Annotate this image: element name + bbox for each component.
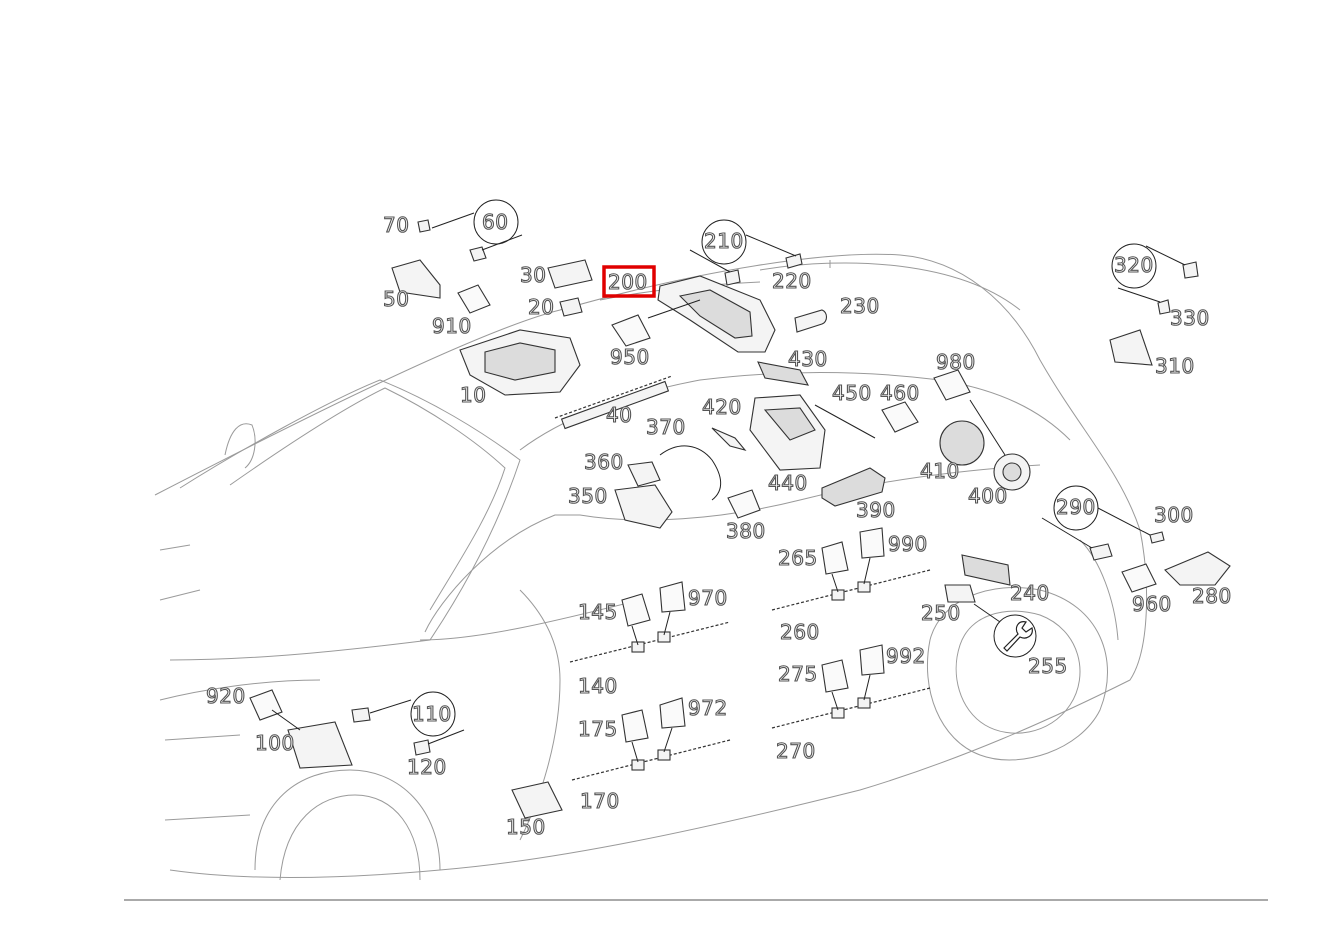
label-920[interactable]: 920	[205, 683, 246, 708]
label-320[interactable]: 320	[1113, 252, 1154, 277]
label-275[interactable]: 275	[777, 661, 818, 686]
label-420[interactable]: 420	[701, 394, 742, 419]
label-70[interactable]: 70	[382, 212, 409, 237]
label-10[interactable]: 10	[459, 382, 486, 407]
label-50[interactable]: 50	[382, 286, 409, 311]
label-310[interactable]: 310	[1154, 353, 1195, 378]
label-120[interactable]: 120	[406, 754, 447, 779]
label-350[interactable]: 350	[567, 483, 608, 508]
label-40[interactable]: 40	[605, 402, 632, 427]
label-440[interactable]: 440	[767, 470, 808, 495]
label-980[interactable]: 980	[935, 349, 976, 374]
label-175[interactable]: 175	[577, 716, 618, 741]
label-170[interactable]: 170	[579, 788, 620, 813]
label-140[interactable]: 140	[577, 673, 618, 698]
label-240[interactable]: 240	[1009, 580, 1050, 605]
label-360[interactable]: 360	[583, 449, 624, 474]
label-255[interactable]: 255	[1027, 653, 1068, 678]
parts	[249, 219, 1231, 819]
leaders	[271, 199, 1186, 763]
label-910[interactable]: 910	[431, 313, 472, 338]
part-labels: 10 20 30 40 50 60 70 100 110 120 140 145…	[205, 209, 1232, 839]
label-250[interactable]: 250	[920, 600, 961, 625]
wrench-icon	[993, 614, 1037, 658]
label-60[interactable]: 60	[481, 209, 508, 234]
label-20[interactable]: 20	[527, 294, 554, 319]
label-200[interactable]: 200	[607, 269, 648, 294]
label-265[interactable]: 265	[777, 545, 818, 570]
label-460[interactable]: 460	[879, 380, 920, 405]
label-300[interactable]: 300	[1153, 502, 1194, 527]
label-960[interactable]: 960	[1131, 591, 1172, 616]
label-990[interactable]: 990	[887, 531, 928, 556]
label-410[interactable]: 410	[919, 458, 960, 483]
label-145[interactable]: 145	[577, 599, 618, 624]
label-330[interactable]: 330	[1169, 305, 1210, 330]
label-100[interactable]: 100	[254, 730, 295, 755]
label-110[interactable]: 110	[411, 701, 452, 726]
label-972[interactable]: 972	[687, 695, 728, 720]
label-380[interactable]: 380	[725, 518, 766, 543]
label-280[interactable]: 280	[1191, 583, 1232, 608]
label-992[interactable]: 992	[885, 643, 926, 668]
label-230[interactable]: 230	[839, 293, 880, 318]
label-950[interactable]: 950	[609, 344, 650, 369]
label-400[interactable]: 400	[967, 483, 1008, 508]
label-30[interactable]: 30	[519, 262, 546, 287]
label-390[interactable]: 390	[855, 497, 896, 522]
car-outline	[154, 253, 1148, 881]
label-210[interactable]: 210	[703, 228, 744, 253]
highlight-box	[602, 265, 656, 298]
label-220[interactable]: 220	[771, 268, 812, 293]
label-370[interactable]: 370	[645, 414, 686, 439]
label-290[interactable]: 290	[1055, 494, 1096, 519]
label-260[interactable]: 260	[779, 619, 820, 644]
label-970[interactable]: 970	[687, 585, 728, 610]
label-150[interactable]: 150	[505, 814, 546, 839]
label-430[interactable]: 430	[787, 346, 828, 371]
label-270[interactable]: 270	[775, 738, 816, 763]
label-450[interactable]: 450	[831, 380, 872, 405]
